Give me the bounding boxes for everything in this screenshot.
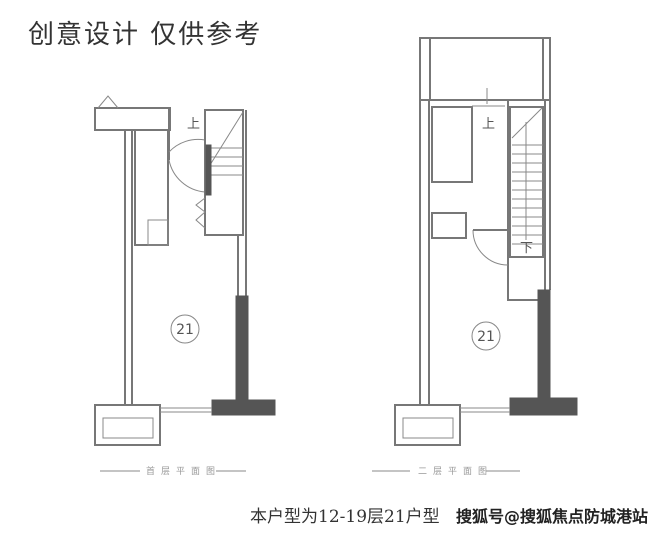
break-line xyxy=(195,197,206,229)
stair-treads xyxy=(512,144,543,245)
kitchen-cabinet xyxy=(134,129,169,246)
page-title: 创意设计 仅供参考 xyxy=(28,20,263,50)
stair-up-label: 上 xyxy=(482,117,495,132)
caption: 本户型为12-19层21户型 xyxy=(250,507,440,527)
bottom-balcony xyxy=(394,404,461,446)
structural-column xyxy=(235,295,249,405)
second-floor-plan: 上 下 21 二层平面图 xyxy=(372,37,578,477)
toilet xyxy=(431,212,467,239)
entry-arrow-icon xyxy=(97,95,119,109)
toilet xyxy=(147,219,169,246)
stair-well xyxy=(204,109,244,236)
unit-number-circle xyxy=(471,321,501,351)
structural-column xyxy=(537,289,551,406)
bottom-balcony xyxy=(94,404,161,446)
stair-well xyxy=(507,99,546,301)
top-balcony xyxy=(94,107,171,131)
door-swing xyxy=(472,229,509,266)
stair-wall xyxy=(205,144,212,196)
stair-treads xyxy=(207,147,243,176)
door-swing xyxy=(168,138,206,153)
wardrobe xyxy=(431,106,473,183)
unit-number: 21 xyxy=(477,329,495,345)
door-swing-2 xyxy=(168,159,206,193)
void-area xyxy=(419,37,551,101)
first-floor-plan: 上 21 首层平面图 xyxy=(94,95,276,477)
unit-number: 21 xyxy=(176,322,194,338)
plan-label-second-floor: 二层平面图 xyxy=(418,466,493,477)
stair-up-label: 上 xyxy=(187,117,200,132)
plan-label-first-floor: 首层平面图 xyxy=(146,465,221,477)
unit-number-circle xyxy=(170,314,200,344)
structural-beam xyxy=(509,397,578,416)
stair-down-label: 下 xyxy=(520,241,533,256)
structural-beam xyxy=(211,399,276,416)
watermark: 搜狐号@搜狐焦点防城港站 xyxy=(456,507,649,526)
